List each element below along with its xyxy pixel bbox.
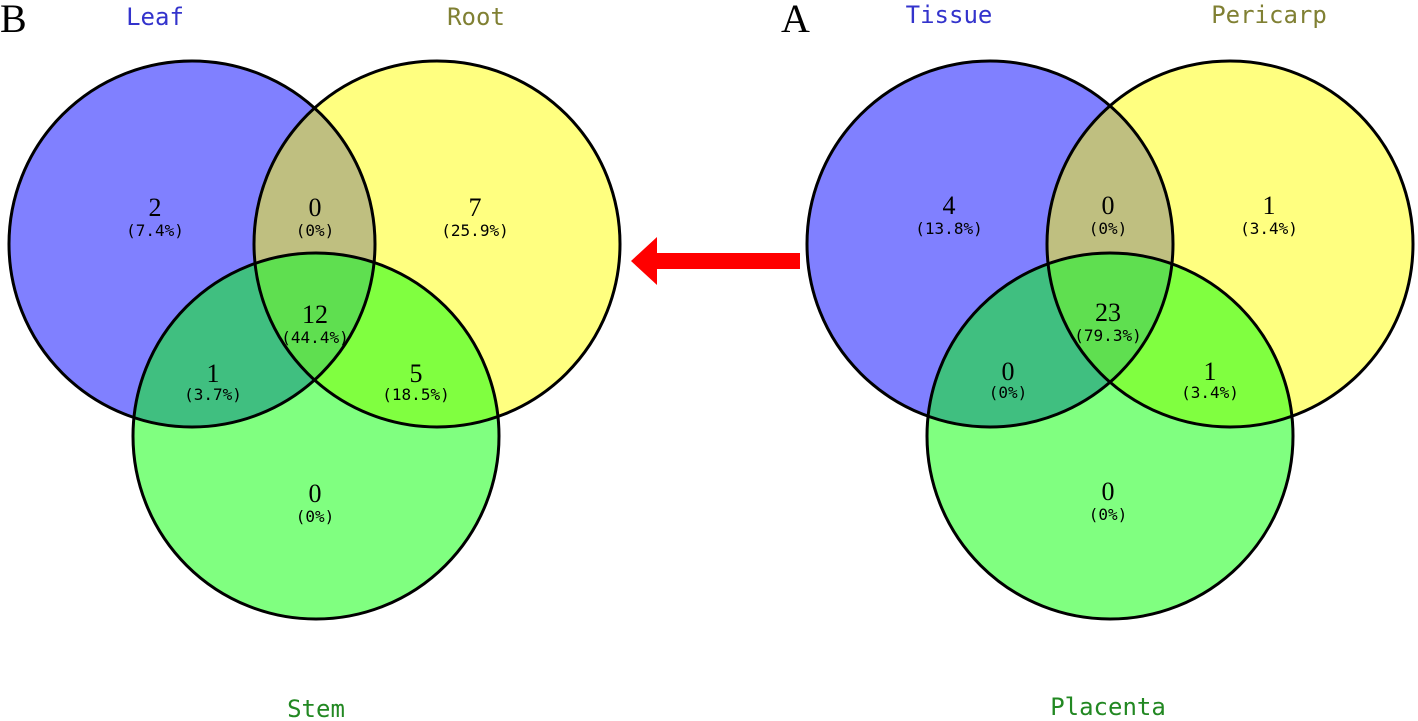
venn-b-r23-count: 5 (410, 359, 423, 388)
left-arrow-icon (631, 237, 800, 285)
venn-a-r13-count: 0 (1002, 357, 1015, 386)
venn-b-r12-pct: (0%) (296, 221, 335, 240)
venn-b-circle-1 (7, 59, 377, 429)
venn-a-only3-pct: (0%) (1089, 505, 1128, 524)
venn-a-r13-pct: (0%) (989, 383, 1028, 402)
venn-a-set2-label: Pericarp (1211, 1, 1327, 29)
venn-b-r12-count: 0 (309, 193, 322, 222)
panel-letter-a: A (781, 0, 810, 41)
venn-b-only1-pct: (7.4%) (126, 221, 184, 240)
venn-b-r13-pct: (3.7%) (184, 385, 242, 404)
venn-a-circle-1 (805, 59, 1175, 429)
venn-b-r13-count: 1 (207, 359, 220, 388)
venn-a-circle-2 (1045, 59, 1415, 429)
venn-b-only2-pct: (25.9%) (441, 221, 508, 240)
venn-b-r23-pct: (18.5%) (382, 385, 449, 404)
venn-a-overlap23 (1047, 253, 1293, 427)
venn-a-only1-count: 4 (943, 191, 956, 220)
panel-letter-b: B (0, 0, 27, 41)
venn-b-only2-count: 7 (469, 193, 482, 222)
venn-b-set1-label: Leaf (126, 3, 184, 31)
venn-a-only2-pct: (3.4%) (1240, 219, 1298, 238)
venn-b-circle-3 (131, 251, 501, 621)
venn-panel-a: A Tissue Pericarp Placenta 4 (13.8%) 0 (… (781, 0, 1415, 721)
venn-b-set2-label: Root (447, 3, 505, 31)
venn-a-r23-count: 1 (1204, 357, 1217, 386)
venn-b-overlap13 (133, 253, 375, 427)
venn-a-r123-count: 23 (1095, 298, 1121, 327)
venn-a-only3-count: 0 (1102, 477, 1115, 506)
venn-a-r123-pct: (79.3%) (1074, 326, 1141, 345)
venn-a-r23-pct: (3.4%) (1181, 383, 1239, 402)
venn-a-only2-count: 1 (1263, 191, 1276, 220)
venn-a-only1-pct: (13.8%) (915, 219, 982, 238)
venn-a-set1-label: Tissue (906, 1, 993, 29)
venn-a-r12-pct: (0%) (1089, 219, 1128, 238)
venn-b-only3-pct: (0%) (296, 507, 335, 526)
venn-b-fills (9, 61, 620, 619)
venn-a-circle-3 (925, 251, 1295, 621)
venn-b-only3-count: 0 (309, 479, 322, 508)
venn-b-only1-count: 2 (149, 193, 162, 222)
venn-b-r123-count: 12 (302, 300, 328, 329)
venn-b-set3-label: Stem (287, 695, 345, 721)
venn-panel-b: B Leaf Root Stem 2 (7.4%) 0 (0%) 7 (25.9… (0, 0, 622, 721)
venn-a-overlap13 (927, 253, 1173, 427)
venn-b-circle-2 (252, 59, 622, 429)
venn-a-r12-count: 0 (1102, 191, 1115, 220)
venn-b-r123-pct: (44.4%) (281, 328, 348, 347)
venn-b-overlap23 (254, 253, 499, 427)
venn-a-fills (807, 61, 1413, 619)
venn-a-set3-label: Placenta (1050, 693, 1166, 721)
